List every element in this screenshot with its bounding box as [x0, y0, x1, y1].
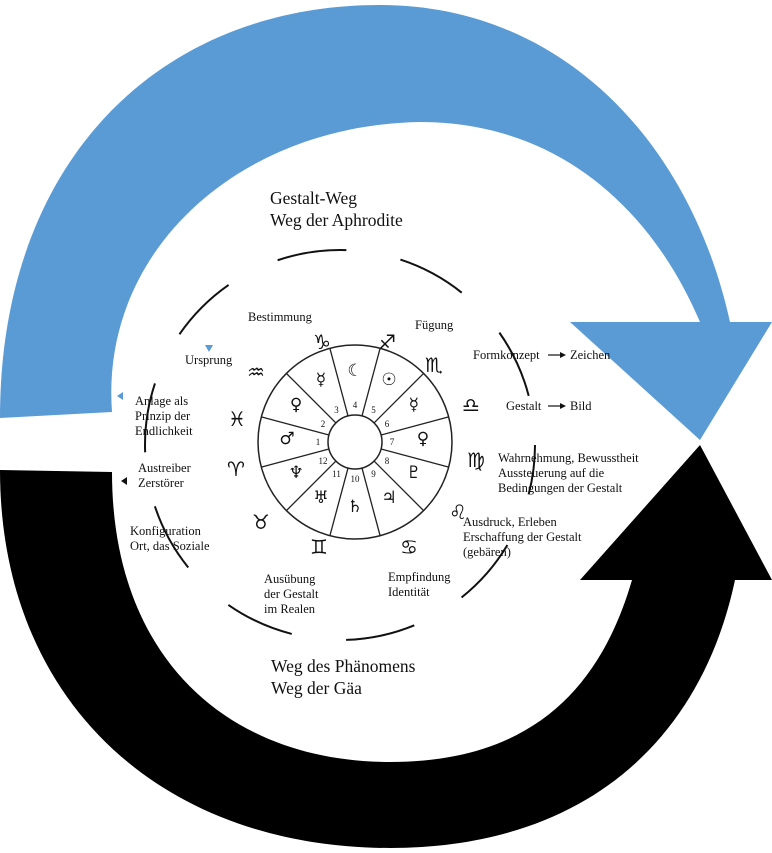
- planet-icon: ♀: [289, 395, 303, 415]
- wheel-spoke: [261, 448, 330, 468]
- label-konfiguration-line2: Ort, das Soziale: [130, 539, 210, 553]
- house-number: 11: [332, 469, 341, 480]
- wheel-spoke: [380, 416, 449, 436]
- triangle-marker-ursprung: [205, 345, 213, 352]
- label-empfindung-line2: Identität: [388, 585, 430, 599]
- wheel-spoke: [380, 448, 449, 468]
- label-konfiguration-line1: Konfiguration: [130, 524, 201, 538]
- wheel-spoke: [285, 460, 337, 512]
- leo-icon: ♌: [449, 500, 467, 524]
- label-formkonzept: Formkonzept: [473, 348, 540, 362]
- wheel-spoke: [361, 348, 381, 417]
- wheel-spoke: [373, 460, 425, 512]
- pisces-icon: ♓: [228, 407, 246, 431]
- wheel-spoke: [329, 467, 349, 536]
- house-number: 8: [384, 455, 390, 466]
- label-ausuebung-line1: Ausübung: [264, 572, 316, 586]
- planet-icon: ♃: [381, 487, 397, 508]
- house-number: 3: [334, 404, 339, 415]
- triangle-marker-anlage: [117, 392, 123, 400]
- house-number: 5: [371, 404, 376, 415]
- label-empfindung-line1: Empfindung: [388, 570, 451, 584]
- planet-icon: ☾: [347, 361, 363, 381]
- virgo-icon: ♍: [467, 448, 485, 472]
- label-austreiber-line2: Zerstörer: [138, 476, 184, 490]
- libra-icon: ♎: [462, 393, 480, 417]
- wheel-spoke: [261, 416, 330, 436]
- lower-path-title: Weg des Phänomens: [271, 656, 416, 676]
- aquarius-icon: ♒: [247, 360, 265, 384]
- wheel-spoke: [285, 372, 337, 424]
- planet-icon: ♂: [279, 429, 295, 449]
- label-wahrnehmung-line2: Aussteuerung auf die: [498, 466, 605, 480]
- label-ursprung: Ursprung: [185, 353, 233, 367]
- cancer-icon: ♋: [400, 535, 418, 559]
- wheel-spoke: [373, 372, 425, 424]
- label-anlage-line1: Anlage als: [135, 394, 189, 408]
- wheel-spoke: [329, 348, 349, 417]
- label-ausdruck-line1: Ausdruck, Erleben: [463, 515, 557, 529]
- wheel-spokes: [261, 348, 449, 536]
- label-fuegung: Fügung: [415, 318, 454, 332]
- label-ausuebung-line3: im Realen: [264, 602, 316, 616]
- label-wahrnehmung-line1: Wahrnehmung, Bewusstheit: [498, 451, 639, 465]
- wheel-inner-circle: [327, 414, 383, 470]
- planet-icon: ☉: [381, 370, 397, 391]
- label-austreiber-line1: Austreiber: [138, 461, 191, 475]
- house-number: 6: [384, 418, 390, 429]
- house-number: 1: [315, 437, 321, 447]
- label-anlage-line2: Prinzip der: [135, 409, 191, 423]
- planet-icon: ☿: [408, 395, 420, 415]
- scorpio-icon: ♏: [425, 353, 443, 377]
- label-anlage-line3: Endlichkeit: [135, 424, 193, 438]
- label-zeichen: Zeichen: [570, 348, 611, 362]
- label-ausuebung-line2: der Gestalt: [264, 587, 319, 601]
- taurus-icon: ♉: [252, 510, 270, 534]
- triangle-marker-austreiber: [121, 477, 127, 485]
- house-number: 9: [371, 469, 376, 480]
- label-ausdruck-line2: Erschaffung der Gestalt: [463, 530, 582, 544]
- label-ausdruck-line3: (gebären): [463, 545, 511, 559]
- planet-icon: ♇: [406, 463, 422, 483]
- house-number: 4: [352, 400, 358, 410]
- planet-icon: ♄: [347, 497, 363, 517]
- house-number: 12: [318, 455, 328, 466]
- planet-icon: ♀: [416, 429, 430, 449]
- outer-ring: [144, 249, 536, 641]
- label-gestalt: Gestalt: [506, 399, 542, 413]
- horoscope-wheel: [257, 344, 453, 540]
- wheel-spoke: [361, 467, 381, 536]
- lower-curved-arrow: [0, 445, 772, 848]
- upper-path-subtitle: Weg der Aphrodite: [270, 210, 403, 230]
- label-wahrnehmung-line3: Bedingungen der Gestalt: [498, 481, 623, 495]
- gemini-icon: ♊: [310, 535, 328, 559]
- house-number: 2: [320, 418, 326, 429]
- aries-icon: ♈: [227, 457, 245, 481]
- capricorn-icon: ♑: [313, 330, 331, 354]
- upper-path-title: Gestalt-Weg: [270, 188, 358, 208]
- planet-icon: ☿: [315, 370, 327, 391]
- label-bild: Bild: [570, 399, 592, 413]
- planet-icon: ♆: [288, 463, 304, 483]
- house-number: 10: [350, 474, 360, 484]
- sagittarius-icon: ♐: [378, 330, 396, 354]
- house-number: 7: [389, 437, 395, 447]
- upper-curved-arrow: [0, 5, 772, 440]
- label-bestimmung: Bestimmung: [248, 310, 312, 324]
- lower-path-subtitle: Weg der Gäa: [271, 678, 362, 698]
- planet-icon: ♅: [313, 487, 329, 508]
